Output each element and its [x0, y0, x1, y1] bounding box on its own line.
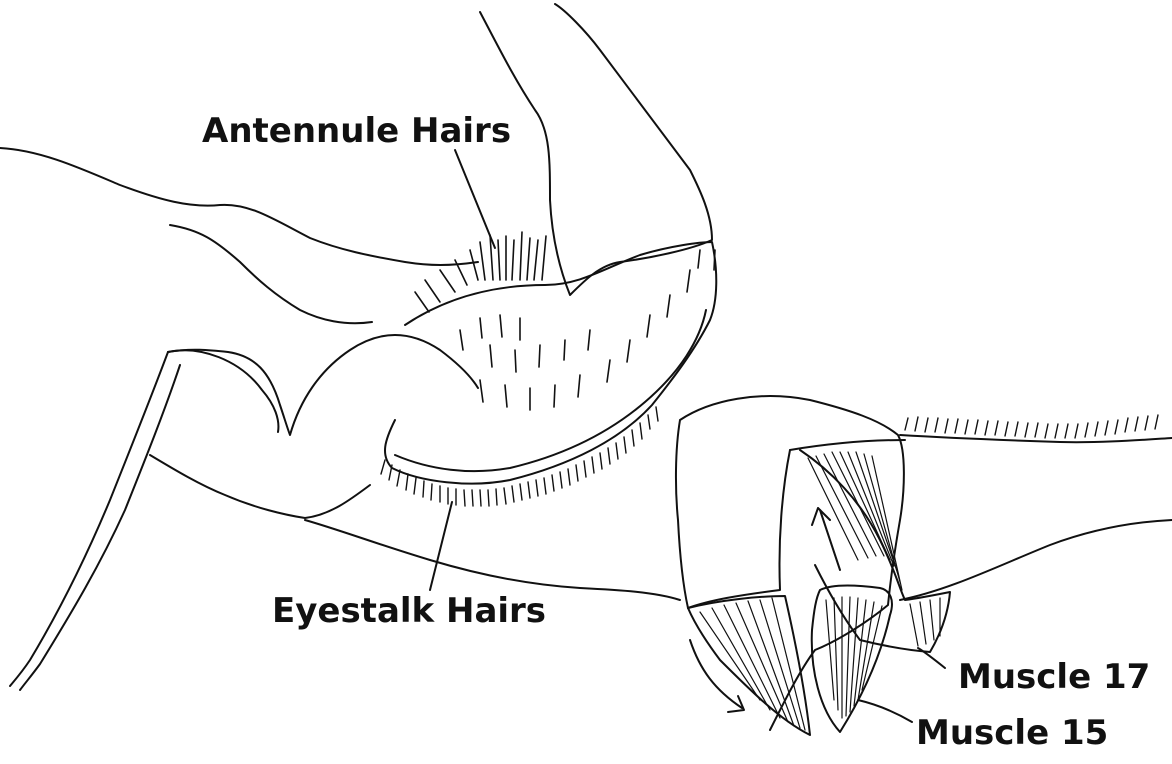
muscle-15-outline [812, 586, 892, 732]
carapace-upper-outline [0, 148, 478, 265]
eyestalk-hairs [381, 407, 658, 506]
body-lower-outline [305, 520, 680, 600]
right-body-lower [900, 520, 1172, 600]
eyestalk-lower-outline [150, 455, 370, 518]
label-eyestalk-hairs: Eyestalk Hairs [272, 594, 546, 628]
flagellum-inner [20, 365, 180, 690]
antennule-inner-rim [395, 310, 706, 471]
flagellum-tip-curve [168, 350, 278, 432]
label-muscle-17: Muscle 17 [958, 660, 1150, 694]
right-body-hairs [905, 415, 1158, 438]
label-muscle-15: Muscle 15 [916, 716, 1108, 750]
eyestalk-body [168, 335, 478, 435]
leader-eyestalk-hairs [430, 502, 452, 590]
shell-inner-line [170, 225, 372, 323]
antennule-body [385, 242, 716, 484]
leader-antennule-hairs [455, 150, 495, 248]
lower-muscle-cone [688, 596, 810, 735]
right-body-upper [900, 435, 1172, 442]
antennule-stalk [480, 4, 712, 295]
muscle-17-outline [800, 450, 950, 652]
leader-muscle-15 [858, 700, 912, 722]
flagellum-outer [10, 352, 168, 686]
label-antennule-hairs: Antennule Hairs [202, 114, 511, 148]
housing-top-rim [790, 440, 905, 450]
housing-inner-left [688, 450, 790, 608]
arrow-up-head [812, 508, 830, 525]
